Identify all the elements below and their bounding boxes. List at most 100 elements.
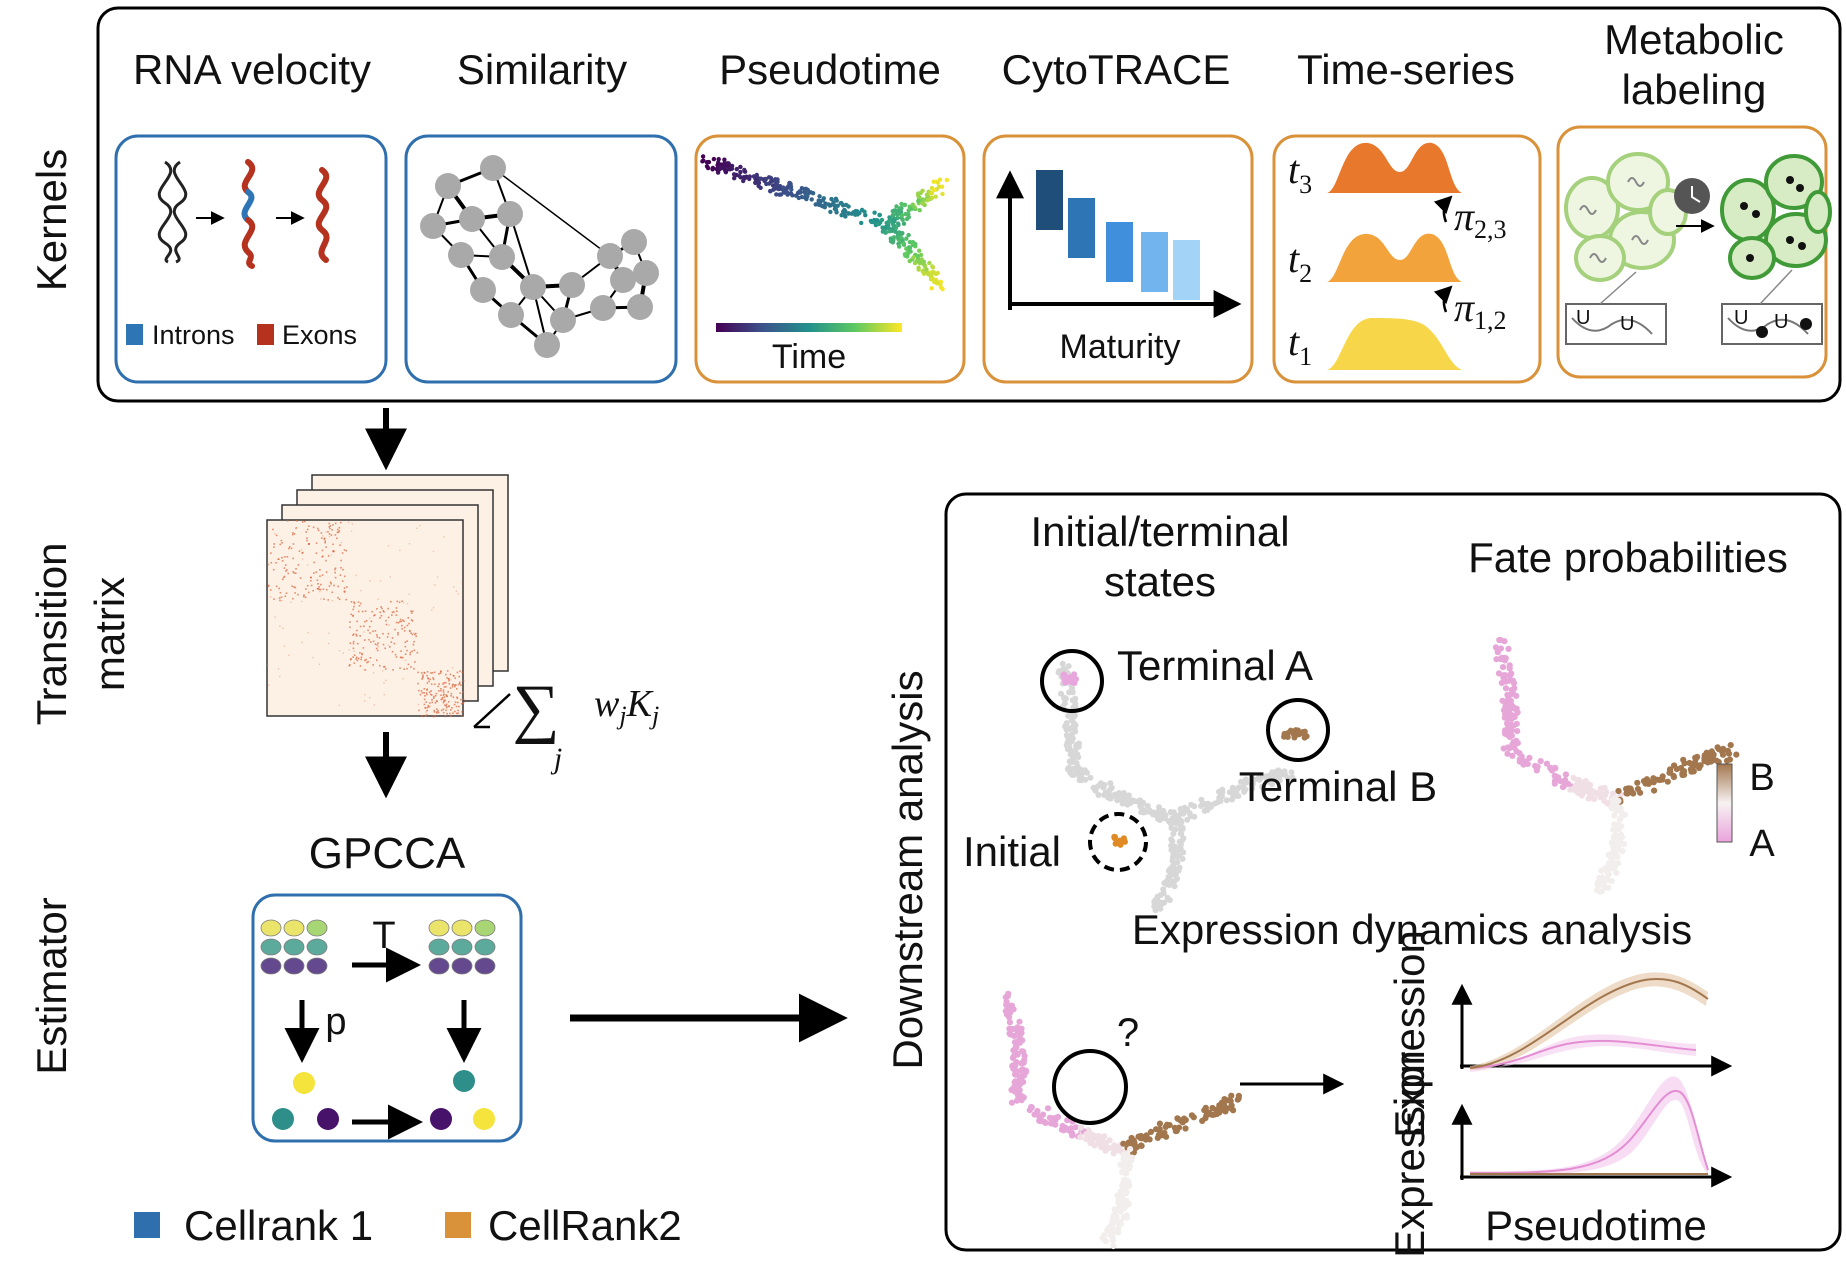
labeled-cells-icon (1720, 154, 1832, 280)
time-axis-label: Time (772, 338, 846, 376)
transition-23-arrow (1433, 195, 1453, 223)
similarity-graph-nodes (420, 155, 659, 358)
macrostate-teal-right (453, 1070, 475, 1092)
kernels-box (96, 6, 1842, 403)
metabolic-labeling-kernel: Metabolic labeling (1556, 16, 1832, 379)
dna-helix-icon (157, 160, 188, 264)
pseudotime-scatter (700, 154, 950, 292)
trend-bottom-a-line (1469, 1089, 1709, 1174)
pseudotime-title: Pseudotime (719, 46, 941, 93)
similarity-title: Similarity (457, 46, 627, 93)
weighted-kernel-term: wjKj (594, 683, 659, 730)
terminal-b-label: Terminal B (1239, 763, 1437, 810)
pre-mrna-icon (241, 159, 256, 269)
time-series-kernel: Time-series t3 t2 t1 π2,3 π1,2 (1272, 46, 1542, 384)
cellrank2-swatch (445, 1212, 471, 1238)
branch-point-circle (1052, 1049, 1128, 1125)
sum-index: j (550, 742, 562, 775)
expression-trend-plot-top (1451, 972, 1733, 1077)
pseudotime-axis-label: Pseudotime (1485, 1202, 1707, 1249)
t3-density (1327, 142, 1462, 193)
cellrank1-swatch (134, 1212, 160, 1238)
mature-mrna-icon (315, 167, 330, 263)
states-embedding (1055, 660, 1310, 914)
transition-matrix-stack (266, 474, 509, 718)
rna-velocity-title: RNA velocity (133, 46, 371, 93)
t3-label: t3 (1288, 147, 1312, 199)
t2-label: t2 (1288, 236, 1312, 288)
downstream-box (944, 492, 1842, 1252)
transition-label-line1: Transition (28, 543, 75, 726)
macrostate-purple-bottom (317, 1108, 339, 1130)
initial-label: Initial (963, 828, 1061, 875)
pseudotime-panel (694, 134, 966, 384)
gpcca-title: GPCCA (309, 829, 466, 878)
states-title-line2: states (1104, 558, 1216, 605)
states-title-line1: Initial/terminal (1030, 508, 1289, 555)
similarity-kernel: Similarity (404, 46, 678, 384)
trend-top-b-line (1469, 977, 1709, 1069)
maturity-axis-label: Maturity (1060, 328, 1181, 366)
maturity-bar-1 (1036, 170, 1063, 230)
terminal-a-label: Terminal A (1117, 642, 1313, 689)
fate-probability-embedding (1492, 636, 1740, 895)
u-label-1: U (1576, 307, 1590, 329)
similarity-panel (404, 134, 678, 384)
pi23-label: π2,3 (1454, 194, 1507, 244)
expression-trend-plot-bottom (1451, 1076, 1733, 1188)
projection-p-label: p (325, 1001, 346, 1043)
label-dot-2 (1800, 318, 1812, 330)
colorbar-bottom-label: A (1749, 823, 1775, 865)
label-dot-1 (1756, 326, 1768, 338)
maturity-bar-3 (1106, 222, 1133, 282)
unlabeled-transcript-box (1565, 303, 1667, 345)
gpcca-cell-grid-right (428, 919, 496, 975)
trend-top-a-line (1469, 1039, 1697, 1069)
macrostate-purple-right (430, 1108, 452, 1130)
unlabeled-rna-squiggles (1579, 177, 1649, 263)
expression-axis-label-top: Expression (1386, 930, 1433, 1138)
colorbar-top-label: B (1749, 757, 1774, 799)
time-colorbar (716, 323, 902, 332)
cytotrace-title: CytoTRACE (1002, 46, 1231, 93)
cytotrace-kernel: CytoTRACE Maturity (982, 46, 1254, 384)
u-label-2: U (1620, 313, 1634, 335)
sum-symbol: ∑ (512, 672, 559, 745)
maturity-bar-2 (1068, 198, 1095, 258)
exons-label: Exons (282, 320, 357, 350)
macrostate-yellow-right (473, 1108, 495, 1130)
pi12-label: π1,2 (1454, 285, 1507, 335)
unlabeled-cells-icon (1564, 152, 1688, 282)
introns-swatch (126, 324, 143, 345)
terminal-b-circle (1266, 698, 1330, 762)
t2-density (1327, 233, 1462, 282)
introns-label: Introns (152, 320, 235, 350)
transition-label-line2: matrix (86, 577, 133, 691)
initial-circle (1088, 812, 1148, 872)
fate-title: Fate probabilities (1468, 534, 1788, 581)
exons-swatch (257, 324, 274, 345)
u-label-4: U (1774, 311, 1788, 333)
cellrank2-legend-label: CellRank2 (488, 1202, 682, 1249)
expression-embedding (1002, 990, 1243, 1250)
t1-density (1327, 318, 1462, 370)
metabolic-title-line1: Metabolic (1604, 16, 1784, 63)
u-label-3: U (1734, 307, 1748, 329)
maturity-bar-5 (1173, 240, 1200, 300)
t1-label: t1 (1288, 319, 1312, 371)
kernel-combination-bracket (473, 693, 511, 728)
terminal-a-circle (1040, 649, 1104, 713)
cellrank1-legend-label: Cellrank 1 (184, 1202, 373, 1249)
maturity-bar-4 (1141, 232, 1168, 292)
zoom-line-2 (1759, 269, 1793, 305)
expression-title: Expression dynamics analysis (1132, 906, 1692, 953)
trend-top-b-band (1470, 972, 1708, 1070)
fate-colorbar (1716, 763, 1733, 843)
transition-t-label: T (372, 915, 395, 957)
rna-velocity-kernel: RNA velocity Introns Exons (114, 46, 388, 384)
macrostate-teal-bottom (272, 1108, 294, 1130)
estimator-side-label: Estimator (28, 897, 75, 1074)
gpcca-cell-grid-left (260, 919, 328, 975)
clock-hands (1691, 186, 1701, 203)
